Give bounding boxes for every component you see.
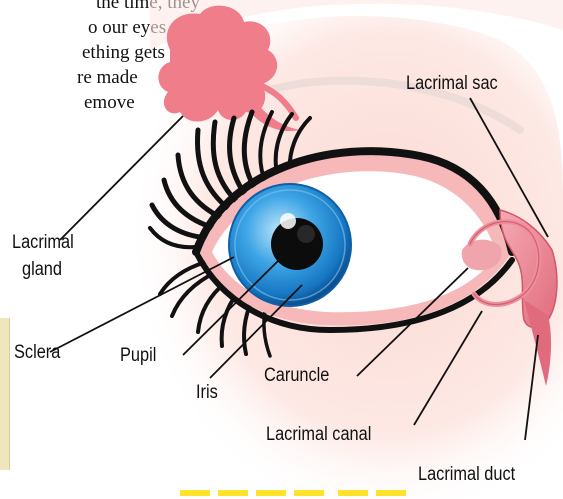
callout-box-edge — [0, 318, 10, 470]
label-lacrimal-canal: Lacrimal canal — [266, 424, 371, 446]
label-lacrimal-gland-1: Lacrimal — [12, 232, 74, 254]
yellow-accent-bar — [0, 488, 563, 499]
eye-highlight — [280, 213, 296, 229]
label-caruncle: Caruncle — [264, 365, 329, 387]
label-lacrimal-sac: Lacrimal sac — [406, 73, 498, 95]
label-sclera: Sclera — [14, 342, 60, 364]
label-lacrimal-duct: Lacrimal duct — [418, 464, 515, 486]
label-pupil: Pupil — [120, 345, 156, 367]
pupil-shape — [271, 218, 323, 270]
label-lacrimal-gland-2: gland — [22, 259, 62, 281]
label-iris: Iris — [196, 382, 218, 404]
